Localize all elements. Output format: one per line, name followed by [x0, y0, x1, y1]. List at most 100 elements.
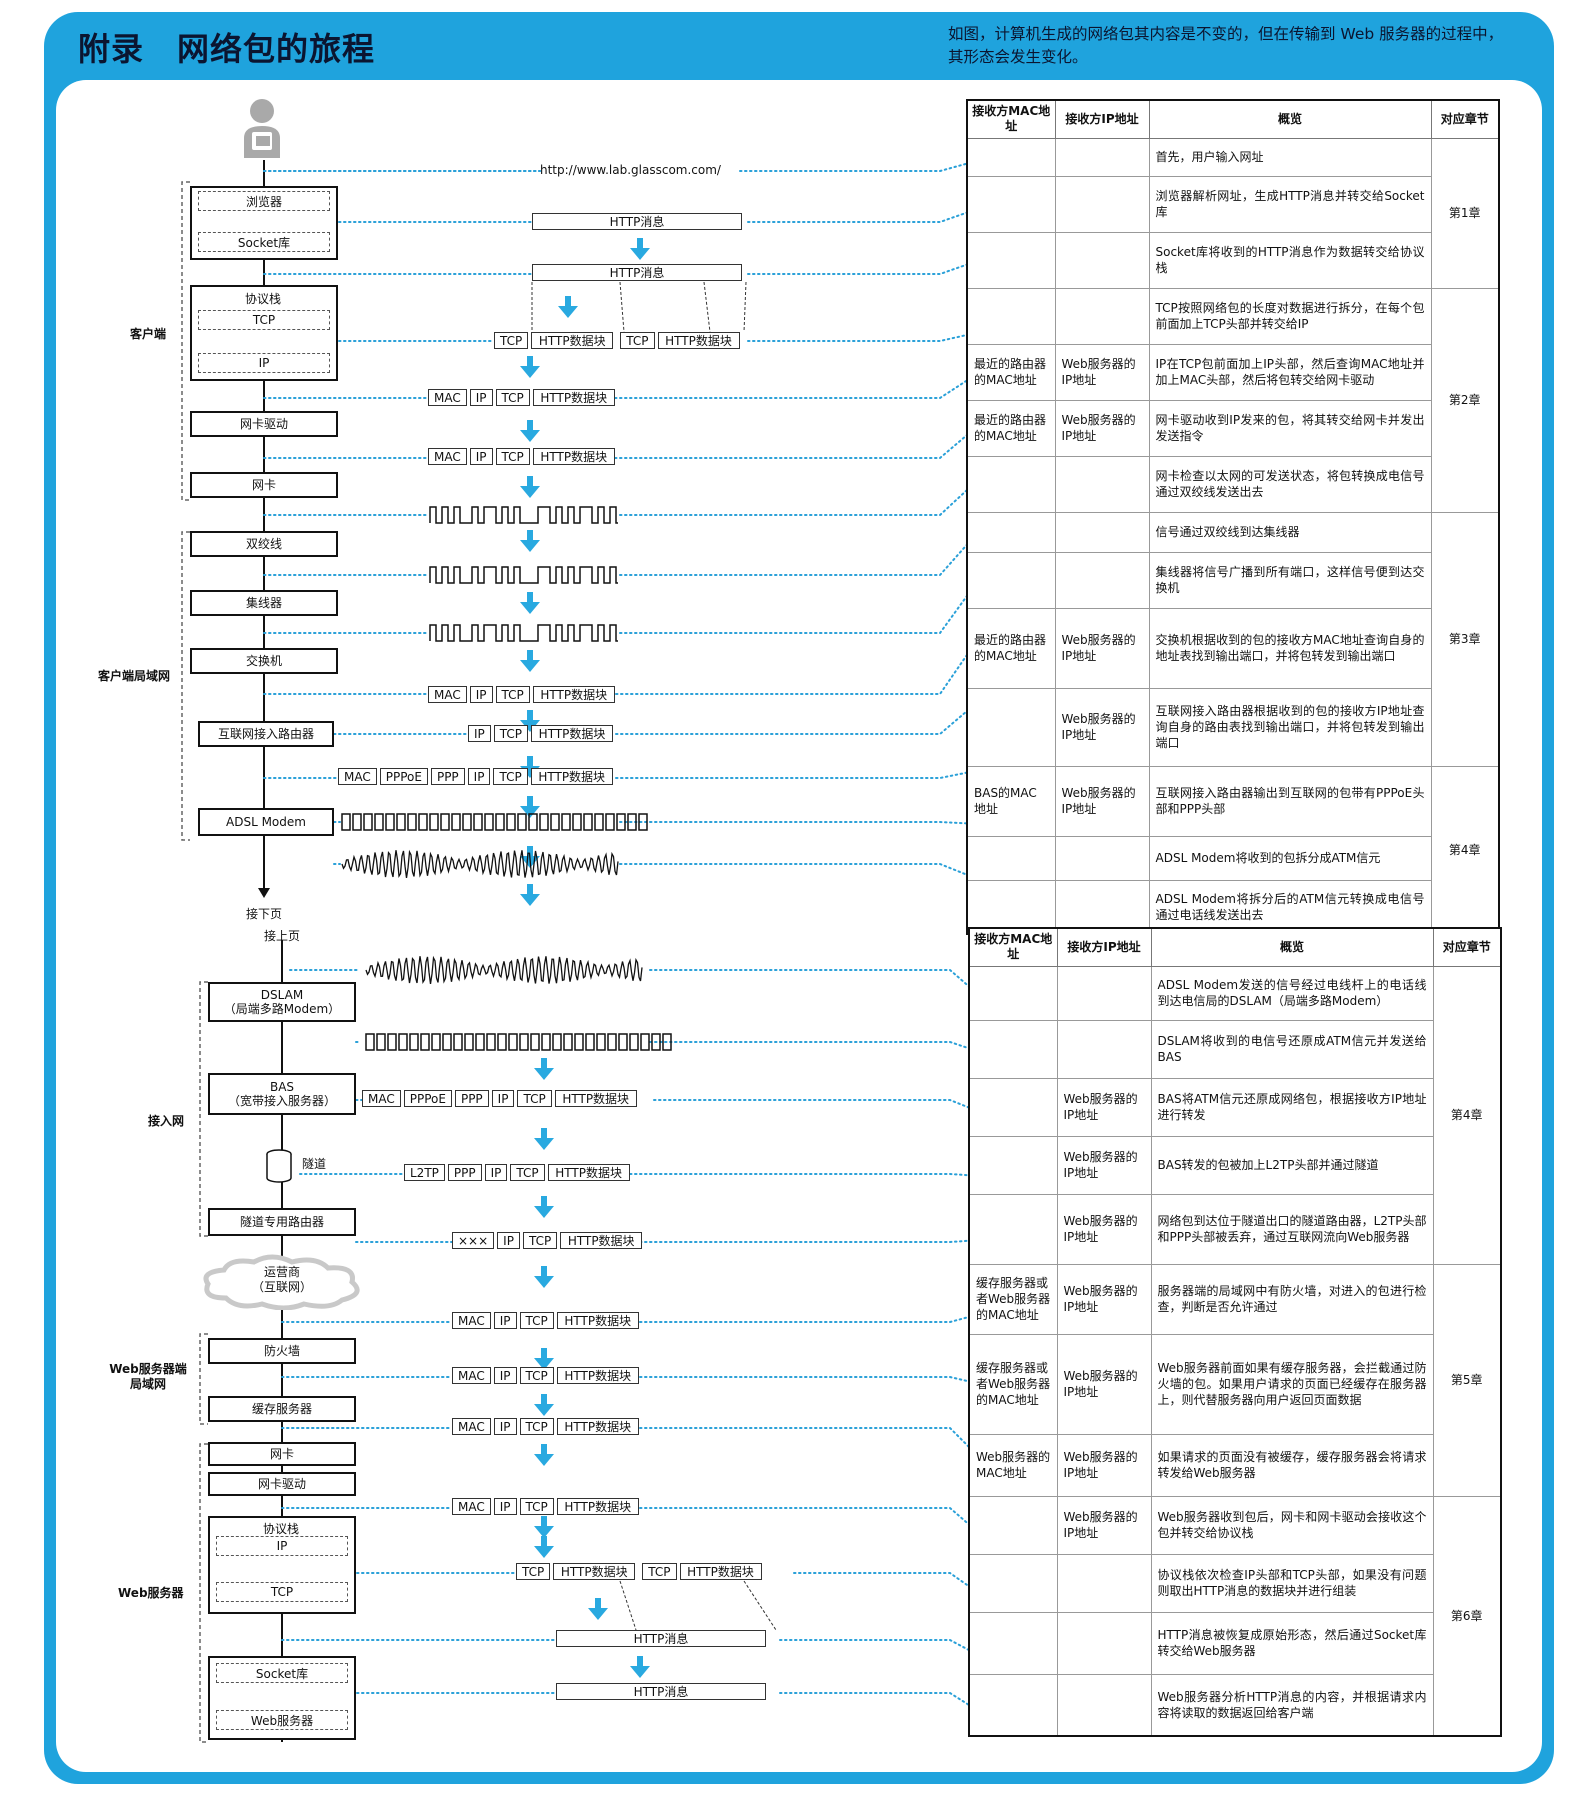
down-arrow — [520, 806, 540, 818]
cell-ip — [1054, 175, 1150, 233]
cell-chapter: 第4章 — [1432, 965, 1502, 1265]
down-arrow — [527, 476, 533, 487]
analog-signal — [365, 955, 643, 984]
cell-chapter: 第1章 — [1430, 137, 1500, 289]
intro-text: 如图，计算机生成的网络包其内容是不变的，但在传输到 Web 服务器的过程中，其形… — [948, 25, 1504, 66]
down-arrow — [588, 1608, 608, 1620]
dotted-connector — [619, 477, 981, 516]
atm-cell — [464, 1033, 474, 1051]
down-arrow — [541, 1348, 547, 1359]
tcp-header: TCP — [522, 1232, 558, 1249]
http-chunk: HTTP数据块 — [657, 332, 740, 349]
down-arrow — [527, 592, 533, 603]
down-arrow — [527, 356, 533, 367]
atm-cell — [385, 813, 395, 831]
dotted-connector — [739, 159, 981, 172]
mac-header: MAC — [428, 389, 467, 406]
ip-header: IP — [497, 1232, 520, 1249]
atm-cell — [387, 1033, 397, 1051]
tcp-header: TCP — [493, 725, 529, 742]
server-ip-box: IP — [216, 1536, 348, 1556]
cell-ip: Web服务器的IP地址 — [1056, 1135, 1152, 1195]
down-arrow — [520, 540, 540, 552]
cell-summary: Web服务器收到包后，网卡和网卡驱动会接收这个包并转交给协议栈 — [1150, 1495, 1434, 1555]
down-arrow — [558, 306, 578, 318]
table-row: 首先，用户输入网址第1章 — [966, 137, 1500, 289]
cell-summary: 交换机根据收到的包的接收方MAC地址查询自身的地址表找到输出端口，并将包转发到输… — [1148, 607, 1432, 689]
cell-ip: Web服务器的IP地址 — [1056, 1193, 1152, 1265]
hub-box: 集线器 — [190, 590, 338, 616]
next-page-label: 接下页 — [246, 907, 283, 921]
dotted-connector — [619, 577, 981, 634]
group-access: 接入网 — [148, 1114, 185, 1128]
tcp-box: TCP — [198, 310, 330, 330]
cell-ip — [1054, 511, 1150, 553]
http-chunk: HTTP数据块 — [532, 686, 615, 703]
cell-summary: 信号通过双绞线到达集线器 — [1148, 511, 1432, 553]
cell-ip — [1056, 965, 1152, 1021]
group-web-lan: Web服务器端局域网 — [109, 1362, 187, 1391]
header-mac: 接收方MAC地址 — [966, 99, 1056, 139]
cell-summary: ADSL Modem将收到的包拆分成ATM信元 — [1148, 835, 1432, 881]
cell-mac — [968, 1673, 1058, 1737]
summary-table-2: 接收方MAC地址 接收方IP地址 概览 对应章节 ADSL Modem发送的信号… — [968, 927, 1502, 1737]
fragment-line — [743, 1580, 777, 1631]
cell-summary: ADSL Modem发送的信号经过电线杆上的电话线到达电信局的DSLAM（局端多… — [1150, 965, 1434, 1021]
atm-cell — [508, 1033, 518, 1051]
dotted-connector — [619, 821, 981, 825]
down-arrow — [541, 1128, 547, 1139]
browser-box: 浏览器 — [198, 191, 330, 211]
cell-chapter: 第2章 — [1430, 287, 1500, 513]
cell-summary: Web服务器分析HTTP消息的内容，并根据请求内容将读取的数据返回给客户端 — [1150, 1673, 1434, 1737]
tunnel-router-box: 隧道专用路由器 — [208, 1208, 356, 1236]
dotted-connector — [747, 207, 981, 223]
cell-summary: IP在TCP包前面加上IP头部，然后查询MAC地址并加上MAC头部，然后将包转交… — [1148, 343, 1432, 401]
header-chapter: 对应章节 — [1432, 927, 1502, 967]
dotted-connector — [599, 371, 981, 399]
ip-header: IP — [468, 725, 491, 742]
isp-subname: （互联网） — [252, 1280, 313, 1294]
ip-header: IP — [493, 1312, 517, 1329]
dslam-box: DSLAM （局端多路Modem） — [208, 982, 356, 1022]
cell-mac — [966, 511, 1056, 553]
down-arrow — [534, 1138, 554, 1150]
cell-ip — [1054, 137, 1150, 177]
cell-summary: 首先，用户输入网址 — [1148, 137, 1432, 177]
atm-cell — [583, 813, 593, 831]
down-arrow — [541, 1516, 547, 1527]
fragment-line — [619, 1580, 637, 1631]
tcp-header: TCP — [519, 1367, 554, 1384]
cell-mac: BAS的MAC地址 — [966, 765, 1056, 837]
down-arrow — [527, 846, 533, 857]
down-arrow — [534, 1206, 554, 1218]
dotted-connector — [599, 1239, 981, 1243]
switch-box: 交换机 — [190, 648, 338, 674]
atm-cell — [517, 813, 527, 831]
down-arrow — [630, 1666, 650, 1678]
firewall-box: 防火墙 — [208, 1338, 356, 1364]
table-row: ADSL Modem将拆分后的ATM信元转换成电信号通过电话线发送出去 — [966, 879, 1499, 935]
cell-mac — [966, 879, 1056, 935]
http-message-packet: HTTP消息 — [556, 1683, 769, 1700]
atm-cell — [596, 1033, 606, 1051]
atm-cell — [376, 1033, 386, 1051]
cell-mac — [966, 175, 1056, 233]
http-chunk: HTTP数据块 — [530, 768, 613, 785]
ip-header: IP — [493, 1367, 517, 1384]
user-icon — [240, 98, 284, 162]
mac-header: MAC — [362, 1090, 401, 1107]
cell-mac — [968, 1077, 1058, 1137]
cell-summary: 网卡检查以太网的可发送状态，将包转换成电信号通过双绞线发送出去 — [1148, 455, 1432, 513]
cell-chapter: 第3章 — [1430, 511, 1500, 767]
http-chunk: HTTP数据块 — [554, 1090, 637, 1107]
nic-driver-box: 网卡驱动 — [190, 411, 338, 437]
socket-lib-box: Socket库 — [198, 232, 330, 252]
bas-box: BAS （宽带接入服务器） — [208, 1073, 356, 1115]
tcp-header: TCP — [494, 332, 529, 349]
